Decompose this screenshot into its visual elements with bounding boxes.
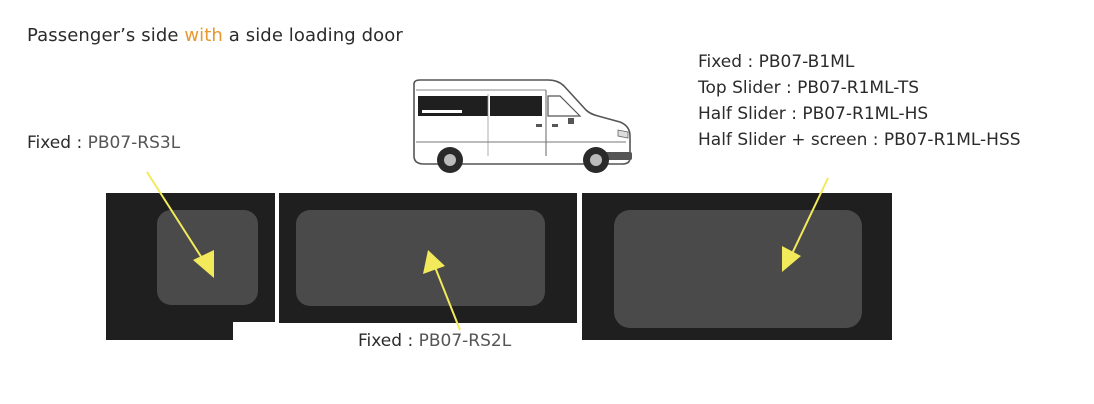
arrow-b1ml-head	[782, 246, 801, 272]
label-b1ml-code: PB07-B1ML	[758, 52, 855, 72]
page-title: Passenger’s side with a side loading doo…	[27, 25, 403, 46]
label-r1ml-ts-key: Top Slider :	[698, 78, 798, 98]
label-r1ml-hss: Half Slider + screen : PB07-R1ML-HSS	[698, 127, 1021, 153]
van-headlight	[617, 129, 629, 139]
van-side-illustration	[413, 79, 632, 173]
label-r1ml-hs: Half Slider : PB07-R1ML-HS	[698, 101, 1021, 127]
label-rs3l-key: Fixed :	[27, 133, 88, 153]
label-rs2l-code: PB07-RS2L	[418, 331, 512, 351]
label-rs3l-code: PB07-RS3L	[87, 133, 181, 153]
label-rs3l: Fixed : PB07-RS3L	[27, 130, 180, 156]
label-r1ml-hs-key: Half Slider :	[698, 104, 803, 124]
van-bumper	[604, 152, 632, 160]
van-handle-cab	[552, 124, 558, 127]
title-after: a side loading door	[222, 25, 403, 46]
title-accent: with	[184, 25, 223, 46]
arrow-b1ml	[782, 177, 829, 272]
glass-b1ml	[614, 210, 862, 328]
label-b1ml-key: Fixed :	[698, 52, 759, 72]
arrow-rs3l	[146, 171, 214, 278]
label-rs2l: Fixed : PB07-RS2L	[358, 328, 511, 354]
label-stack-rear: Fixed : PB07-B1ML Top Slider : PB07-R1ML…	[698, 49, 1021, 153]
title-before: Passenger’s side	[27, 25, 185, 46]
label-r1ml-hss-code: PB07-R1ML-HSS	[883, 130, 1021, 150]
van-handle-side	[536, 124, 542, 127]
label-r1ml-ts-code: PB07-R1ML-TS	[797, 78, 920, 98]
van-window-mid	[490, 96, 542, 116]
van-window-reflect	[422, 110, 462, 113]
arrow-rs2l-shaft	[432, 261, 461, 331]
arrow-rs3l-shaft	[146, 171, 208, 267]
label-r1ml-hss-key: Half Slider + screen :	[698, 130, 884, 150]
label-b1ml: Fixed : PB07-B1ML	[698, 49, 1021, 75]
label-r1ml-hs-code: PB07-R1ML-HS	[802, 104, 929, 124]
van-mirror	[568, 118, 574, 124]
arrow-rs2l	[423, 250, 461, 331]
van-cab-window	[547, 95, 582, 117]
label-rs2l-key: Fixed :	[358, 331, 419, 351]
label-r1ml-ts: Top Slider : PB07-R1ML-TS	[698, 75, 1021, 101]
arrow-rs3l-head	[193, 250, 214, 278]
van-rear-hub	[444, 154, 456, 166]
arrow-rs2l-head	[423, 250, 445, 274]
arrow-b1ml-shaft	[789, 177, 829, 259]
van-front-hub	[590, 154, 602, 166]
glass-rs2l	[296, 210, 545, 306]
